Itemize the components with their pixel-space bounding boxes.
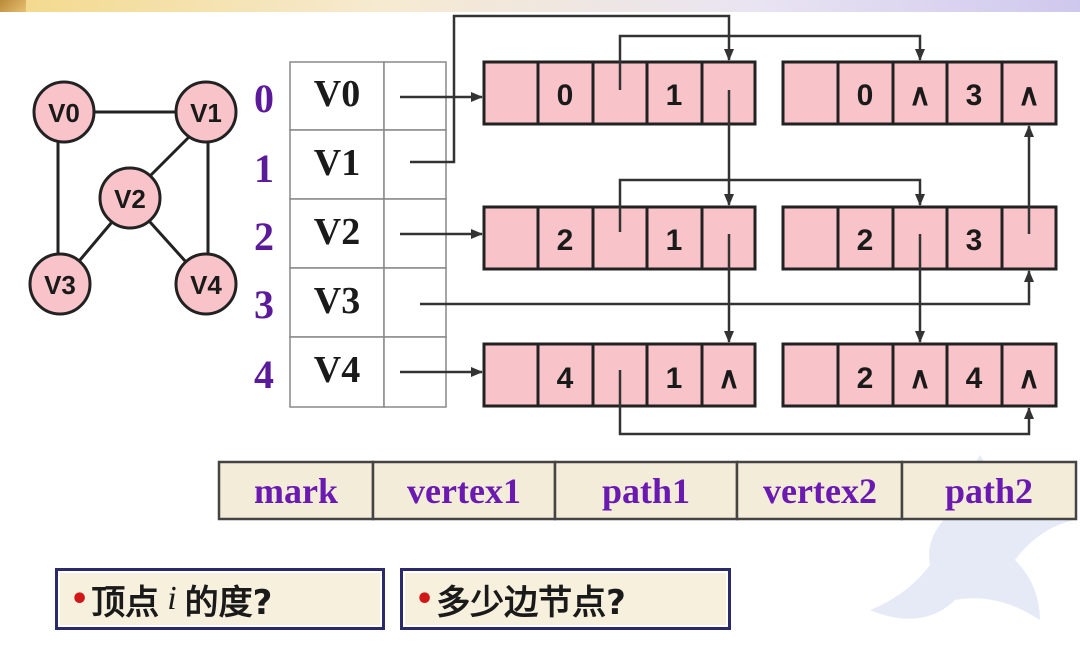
question-text: 多少边节点? bbox=[436, 582, 626, 623]
field-label-vertex1: vertex1 bbox=[407, 471, 521, 511]
question-edge-node-count: • 多少边节点? bbox=[400, 568, 731, 630]
path1-pointer-0-1 bbox=[618, 34, 925, 90]
slide-top-banner bbox=[0, 0, 1080, 12]
edge-node-field: 0 bbox=[857, 79, 874, 112]
index-label: 4 bbox=[254, 352, 274, 397]
bullet-icon: • bbox=[70, 581, 90, 617]
field-label-vertex2: vertex2 bbox=[763, 471, 877, 511]
bullet-icon: • bbox=[415, 581, 435, 617]
banner-corner-decoration bbox=[0, 0, 26, 12]
edge-v2-v4 bbox=[148, 220, 188, 264]
path1-pointer-2-1 bbox=[618, 178, 925, 232]
edge-v1-v2 bbox=[146, 134, 192, 180]
edge-node-field: 1 bbox=[666, 362, 683, 395]
head-pointer-v3 bbox=[420, 270, 1034, 306]
graph-edges bbox=[56, 110, 210, 264]
edge-node-field: 2 bbox=[857, 224, 874, 257]
graph-node-v0: V0 bbox=[32, 80, 96, 144]
dove-watermark-icon bbox=[870, 455, 1075, 620]
question-variable: i bbox=[167, 580, 177, 617]
edge-node-field: 3 bbox=[966, 224, 983, 257]
index-label: 0 bbox=[254, 76, 274, 121]
edge-v2-v3 bbox=[78, 221, 114, 261]
pointer-wires bbox=[400, 14, 1034, 436]
edge-node-field-legend: mark vertex1 path1 vertex2 path2 bbox=[217, 460, 1078, 521]
edge-node-field: 1 bbox=[666, 79, 683, 112]
field-label-mark: mark bbox=[254, 471, 338, 511]
head-pointer-v1 bbox=[410, 14, 734, 164]
edge-node-field: 4 bbox=[966, 362, 983, 395]
vertex-table: V0 V1 V2 V3 V4 bbox=[289, 61, 447, 408]
null-pointer-symbol: ∧ bbox=[1018, 362, 1040, 395]
field-label-path2: path2 bbox=[945, 471, 1033, 511]
index-label: 3 bbox=[254, 282, 274, 327]
edge-node-field: 1 bbox=[666, 224, 683, 257]
vertex-name: V2 bbox=[314, 211, 360, 253]
graph-node-v4: V4 bbox=[174, 252, 238, 316]
vertex-indices: 0 1 2 3 4 bbox=[254, 76, 274, 397]
vertex-name: V4 bbox=[314, 349, 360, 391]
graph-node-v3: V3 bbox=[28, 252, 92, 316]
edge-node-4-2: 2 ∧ 4 ∧ bbox=[781, 342, 1058, 408]
path1-pointer-4-1 bbox=[618, 370, 1034, 436]
edge-node-field: 0 bbox=[557, 79, 574, 112]
node-label: V0 bbox=[48, 98, 80, 128]
node-label: V1 bbox=[190, 98, 222, 128]
node-label: V4 bbox=[190, 270, 222, 300]
null-pointer-symbol: ∧ bbox=[1018, 79, 1040, 112]
index-label: 2 bbox=[254, 214, 274, 259]
edge-node-0-3: 0 ∧ 3 ∧ bbox=[781, 60, 1058, 126]
edge-node-field: 2 bbox=[857, 362, 874, 395]
question-vertex-degree: • 顶点 i 的度? bbox=[55, 568, 385, 630]
question-text: 的度? bbox=[184, 582, 273, 623]
null-pointer-symbol: ∧ bbox=[909, 79, 931, 112]
vertex-name: V1 bbox=[314, 142, 360, 184]
node-label: V2 bbox=[114, 184, 146, 214]
edge-nodes: 0 1 0 ∧ 3 ∧ 2 bbox=[482, 60, 1058, 408]
graph-node-v2: V2 bbox=[98, 166, 162, 230]
null-pointer-symbol: ∧ bbox=[718, 362, 740, 395]
graph-node-v1: V1 bbox=[174, 80, 238, 144]
edge-node-field: 3 bbox=[966, 79, 983, 112]
question-text: 顶点 bbox=[91, 582, 160, 623]
edge-node-field: 2 bbox=[557, 224, 574, 257]
node-label: V3 bbox=[44, 270, 76, 300]
vertex-name: V0 bbox=[314, 73, 360, 115]
vertex-name: V3 bbox=[314, 280, 360, 322]
null-pointer-symbol: ∧ bbox=[909, 362, 931, 395]
index-label: 1 bbox=[254, 146, 274, 191]
field-label-path1: path1 bbox=[602, 471, 690, 511]
graph-nodes: V0 V1 V2 V3 V4 bbox=[28, 80, 238, 316]
edge-node-field: 4 bbox=[557, 362, 574, 395]
